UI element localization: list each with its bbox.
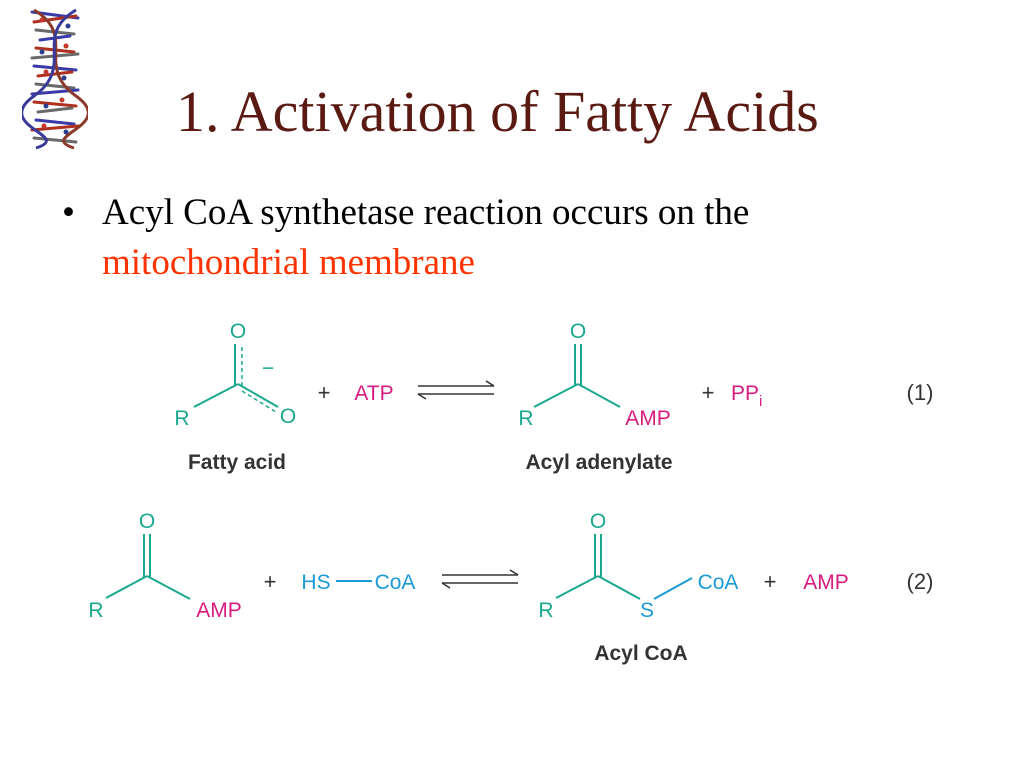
plus-sign: +	[702, 380, 715, 405]
bullet-marker: •	[62, 192, 75, 233]
thiol-label: HS	[301, 571, 330, 594]
fatty-acid-label: Fatty acid	[188, 451, 286, 474]
plus-sign: +	[764, 569, 777, 594]
coenzyme-a-structure: HS CoA	[301, 571, 415, 594]
bullet-highlight-text: mitochondrial membrane	[102, 242, 475, 283]
acyl-adenylate-reactant-structure: O R AMP	[88, 510, 241, 622]
r-group: R	[538, 599, 553, 622]
equation-number: (1)	[907, 380, 934, 405]
coa-label: CoA	[698, 571, 739, 594]
oxygen-atom: O	[590, 510, 606, 533]
fatty-acid-structure: O − O R Fatty acid	[174, 320, 296, 474]
oxygen-atom: O	[139, 510, 155, 533]
ppi-label: PPi	[731, 382, 762, 410]
coa-label: CoA	[375, 571, 416, 594]
acyl-coa-label: Acyl CoA	[594, 642, 687, 665]
acyl-adenylate-label: Acyl adenylate	[525, 451, 672, 474]
r-group: R	[88, 599, 103, 622]
sulfur-atom: S	[640, 599, 654, 622]
oxygen-atom: O	[280, 405, 296, 428]
plus-sign: +	[318, 380, 331, 405]
dna-helix-icon	[22, 8, 88, 150]
r-group: R	[518, 407, 533, 430]
atp-label: ATP	[354, 382, 393, 405]
equation-number: (2)	[907, 569, 934, 594]
amp-label: AMP	[196, 599, 242, 622]
slide-title: 1. Activation of Fatty Acids	[176, 79, 819, 144]
oxygen-atom: O	[230, 320, 246, 343]
r-group: R	[174, 407, 189, 430]
acyl-coa-structure: O R S CoA Acyl CoA	[538, 510, 738, 665]
acyl-adenylate-structure: O R AMP Acyl adenylate	[518, 320, 672, 474]
amp-label: AMP	[803, 571, 849, 594]
oxygen-atom: O	[570, 320, 586, 343]
negative-charge: −	[262, 357, 274, 380]
plus-sign: +	[264, 569, 277, 594]
equilibrium-arrow	[417, 380, 495, 400]
bullet-text: Acyl CoA synthetase reaction occurs on t…	[102, 192, 750, 233]
amp-label: AMP	[625, 407, 671, 430]
equilibrium-arrow	[441, 569, 519, 589]
